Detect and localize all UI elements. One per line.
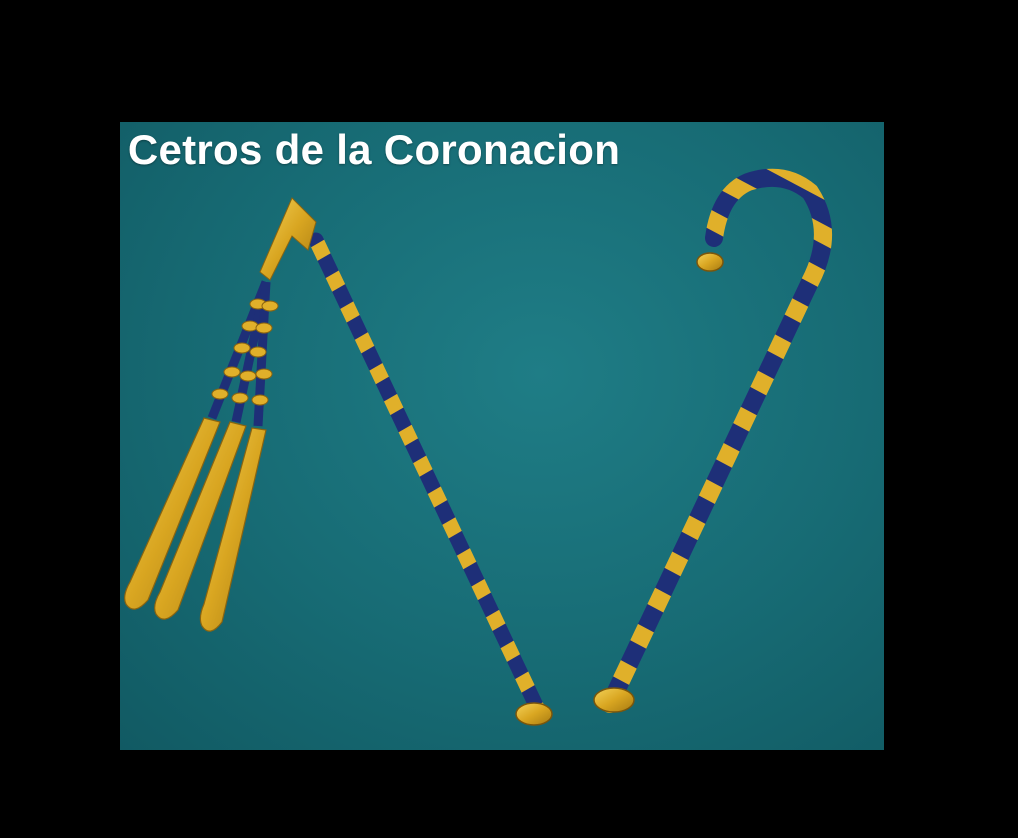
slide-title: Cetros de la Coronacion <box>127 126 621 173</box>
flail-scepter <box>124 197 553 726</box>
flail-handle <box>308 232 548 722</box>
crook-scepter <box>593 168 832 713</box>
crook-base <box>593 687 635 713</box>
crook-tip <box>696 252 724 272</box>
flail-weights <box>124 417 267 632</box>
flail-base <box>515 702 553 726</box>
scepters-photo: Cetros de la Coronacion <box>120 122 884 750</box>
flail-beads <box>207 280 279 427</box>
flail-top <box>259 197 317 281</box>
crook-shaft <box>601 168 832 713</box>
